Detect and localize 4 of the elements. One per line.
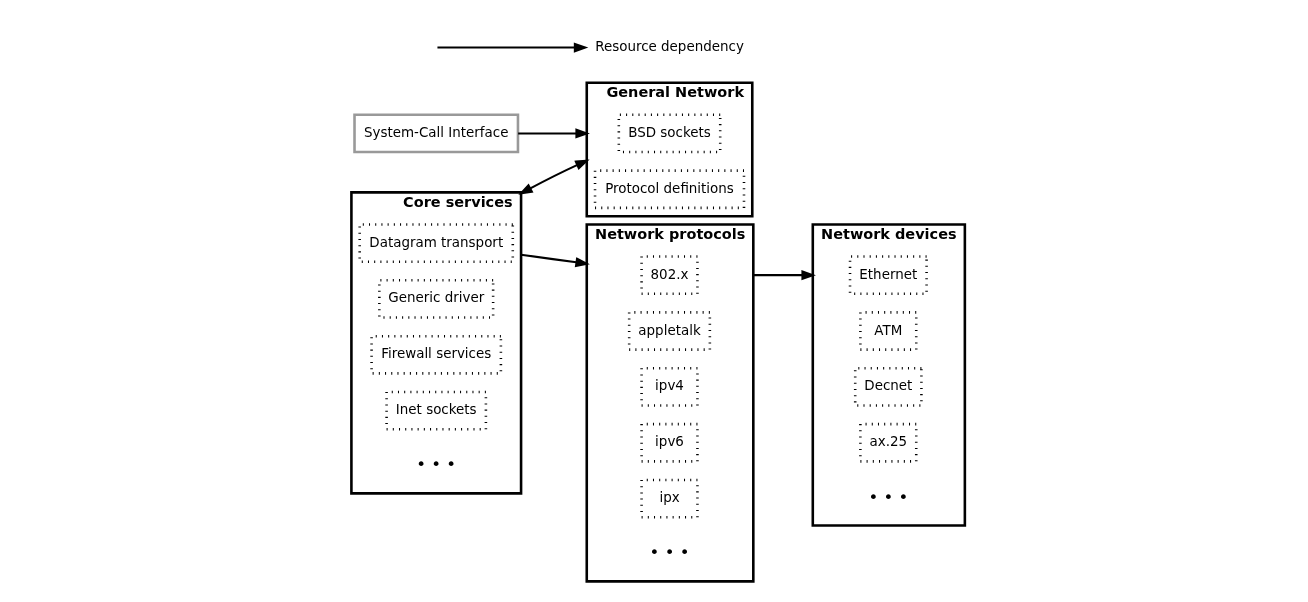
label: • • • [416,455,457,475]
legend-label: Resource dependency [595,39,744,55]
label: • • • [868,487,909,507]
label: • • • [649,543,690,563]
